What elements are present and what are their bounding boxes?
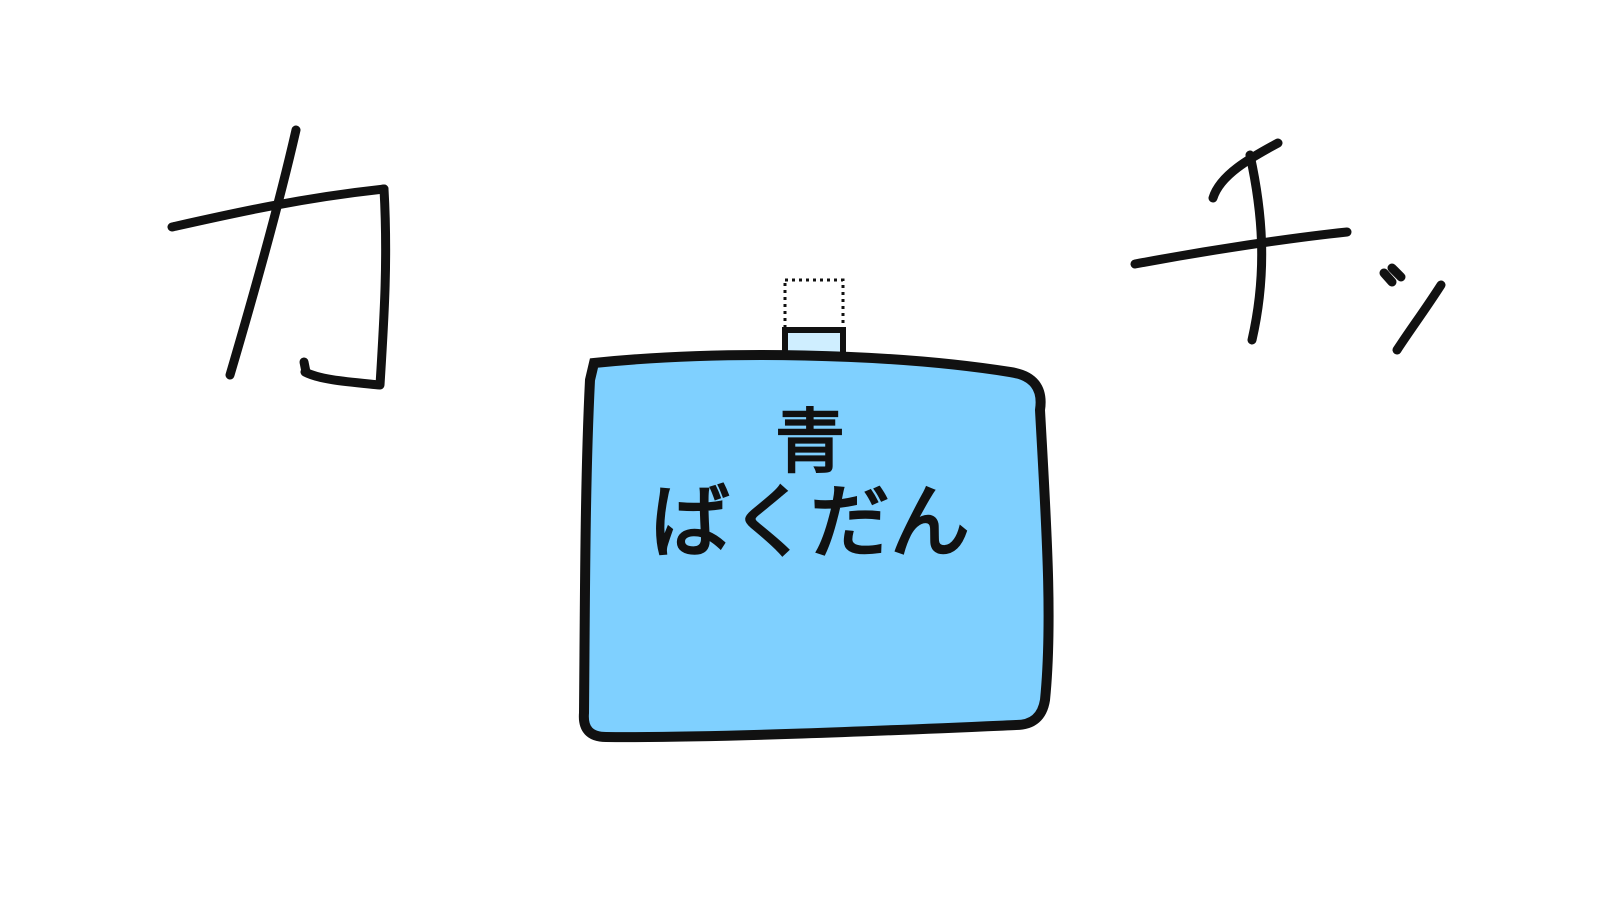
sfx-right: チッ: [1130, 138, 1446, 355]
sfx-right-stroke-small-dot-2: [1387, 263, 1406, 282]
sfx-left-stroke-diagonal: [225, 125, 301, 380]
sfx-right-stroke-top: [1208, 138, 1283, 203]
bomb-body: [578, 350, 1054, 743]
bomb-name: ばくだん: [650, 476, 970, 569]
sfx-left-stroke-tail: [299, 357, 311, 377]
sfx-left-stroke-hook: [300, 184, 391, 390]
bomb: 青 ばくだん: [578, 350, 1054, 743]
sfx-right-stroke-vertical: [1245, 150, 1267, 345]
sfx-right-stroke-horizontal: [1130, 227, 1352, 269]
fuse-dashed-top: [783, 278, 845, 332]
sfx-right-stroke-small-tsu: [1392, 280, 1446, 355]
sfx-left-stroke-horizontal: [167, 184, 389, 232]
sfx-right-stroke-small-dot-1: [1379, 268, 1397, 287]
bomb-title: 青: [775, 401, 845, 483]
sfx-left: カ: [167, 125, 391, 390]
fuse: [782, 278, 846, 365]
